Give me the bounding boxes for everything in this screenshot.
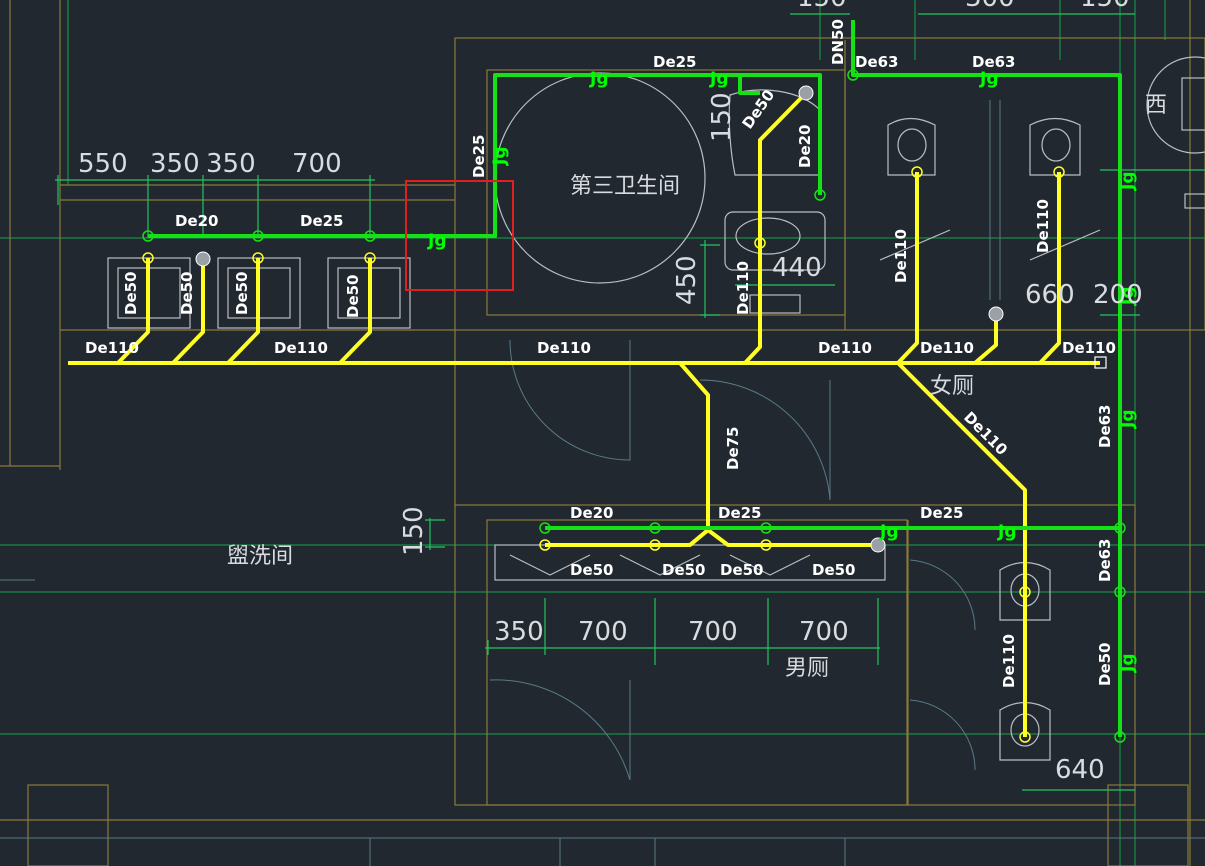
dimension-label: 150 [797, 0, 847, 13]
dimension-label: 440 [772, 253, 822, 283]
pipe-label: De50 [344, 275, 362, 319]
dimension-label: 150 [1080, 0, 1130, 13]
room-label-west: 西 [1145, 93, 1167, 118]
pipe-label: De50 [570, 561, 614, 579]
drain-pipes [68, 91, 1100, 737]
pipe-label: De25 [920, 504, 964, 522]
dimension-label: 700 [799, 617, 849, 647]
highlight-box[interactable] [405, 180, 514, 291]
dimension-label: 350 [150, 149, 200, 179]
jg-marks: Jg Jg Jg Jg Jg Jg Jg Jg Jg Jg Jg [427, 69, 1138, 673]
pipe-label: De25 [653, 53, 697, 71]
pipe-label: De50 [1096, 643, 1114, 687]
dimension-label: 300 [965, 0, 1015, 13]
floor-drains [195, 85, 1004, 553]
jg-mark: Jg [1118, 654, 1138, 674]
room-label-third-toilet: 第三卫生间 [570, 174, 680, 199]
jg-mark: Jg [589, 69, 609, 89]
pipe-label: De20 [175, 212, 219, 230]
jg-mark: Jg [979, 69, 999, 89]
water-pipes [148, 20, 1122, 737]
room-label-women: 女厕 [930, 374, 974, 399]
pipe-label: De110 [1034, 199, 1052, 253]
pipe-label: De110 [920, 339, 974, 357]
dimension-lines [55, 13, 1205, 791]
room-label-washroom: 盥洗间 [227, 544, 293, 569]
pipe-label: De50 [812, 561, 856, 579]
pipe-label: De63 [1096, 405, 1114, 449]
dimension-label: 700 [292, 149, 342, 179]
cleanout-icon [1094, 356, 1107, 369]
pipe-label: De50 [233, 272, 251, 316]
pipe-label: De50 [662, 561, 706, 579]
pipe-labels: De20 De25 De25 De63 De63 De110 De110 De1… [85, 53, 1116, 579]
room-label-men: 男厕 [785, 656, 829, 681]
dimension-label: 150 [399, 506, 429, 556]
dimension-labels: 550 350 350 700 150 450 440 660 200 150 … [78, 0, 1143, 785]
pipe-label: De25 [300, 212, 344, 230]
pipe-label: De50 [720, 561, 764, 579]
pipe-label: De50 [178, 272, 196, 316]
pipe-label: De20 [796, 125, 814, 169]
jg-mark: Jg [1118, 410, 1138, 430]
pipe-label: De25 [470, 135, 488, 179]
pipe-label: De63 [855, 53, 899, 71]
dimension-label: 350 [494, 617, 544, 647]
jg-mark: Jg [427, 231, 447, 251]
jg-mark: Jg [1118, 287, 1138, 307]
jg-mark: Jg [997, 522, 1017, 542]
pipe-label: De110 [892, 229, 910, 283]
pipe-label: De75 [724, 427, 742, 471]
pipe-label: De50 [122, 272, 140, 316]
dimension-label: 700 [578, 617, 628, 647]
pipe-label: De110 [537, 339, 591, 357]
dimension-label: 150 [707, 92, 737, 142]
dimension-label: 640 [1055, 755, 1105, 785]
jg-mark: Jg [709, 69, 729, 89]
dimension-label: 350 [206, 149, 256, 179]
dimension-label: 660 [1025, 280, 1075, 310]
dimension-label: 200 [1093, 280, 1143, 310]
pipe-label: De110 [274, 339, 328, 357]
dimension-label: 700 [688, 617, 738, 647]
pipe-label: De110 [734, 261, 752, 315]
water-nodes [142, 69, 1126, 743]
pipe-label: De110 [1000, 634, 1018, 688]
pipe-label: De110 [818, 339, 872, 357]
jg-mark: Jg [1118, 172, 1138, 192]
pipe-label: De20 [570, 504, 614, 522]
pipe-label: De25 [718, 504, 762, 522]
pipe-label: DN50 [829, 19, 847, 65]
pipe-nodes [142, 166, 1065, 743]
dimension-label: 450 [672, 255, 702, 305]
pipe-label: De110 [1062, 339, 1116, 357]
jg-mark: Jg [490, 147, 510, 167]
pipe-label: De63 [972, 53, 1016, 71]
dimension-label: 550 [78, 149, 128, 179]
pipe-label: De63 [1096, 539, 1114, 583]
jg-mark: Jg [879, 522, 899, 542]
pipe-label: De110 [85, 339, 139, 357]
